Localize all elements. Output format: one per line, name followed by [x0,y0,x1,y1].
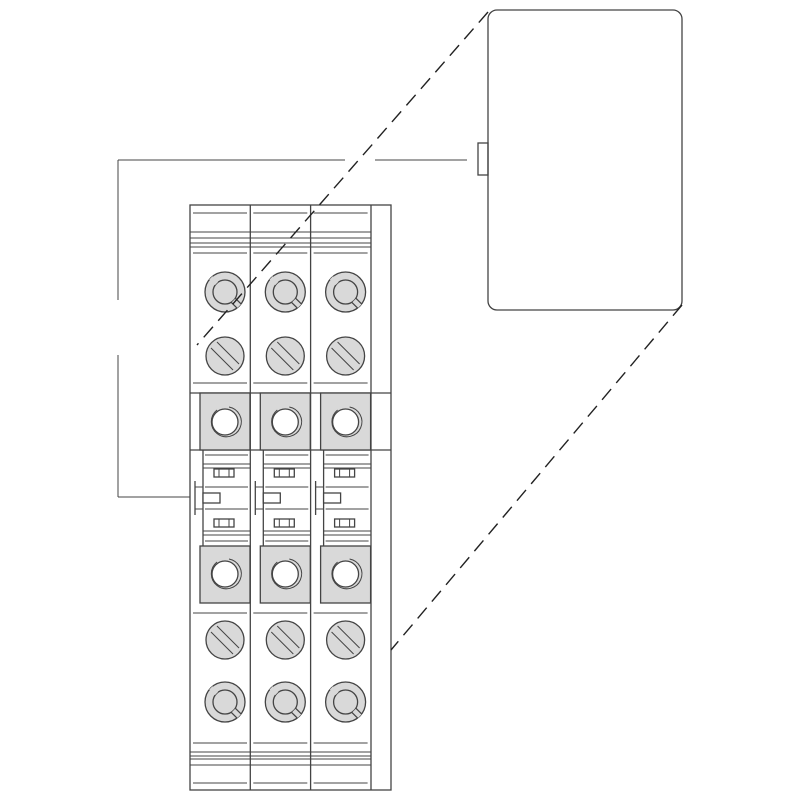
detail-box-tab [477,142,489,176]
ring-screw-icon [264,681,306,723]
indicator-window [333,518,356,528]
slot-screw-icon [205,336,245,376]
indicator-window [273,468,295,478]
leader-lines [117,159,467,498]
wire-clamp [199,392,251,451]
slot-screw-icon [265,336,305,376]
terminal-module [249,205,311,790]
terminal-module [309,205,372,790]
ring-screw-icon [324,681,367,723]
terminal-block-frame [189,204,392,791]
indicator-window [273,518,295,528]
projection-line-top [196,11,489,346]
ring-screw-icon [204,271,246,313]
indicator-window [213,518,235,528]
test-plug-tab [314,481,342,515]
wire-clamp [259,545,311,604]
wire-clamp [199,545,251,604]
ring-screw-icon [324,271,367,313]
slot-screw-icon [265,620,305,660]
slot-screw-icon [205,620,245,660]
indicator-window [333,468,356,478]
wire-clamp [319,392,372,451]
wire-clamp [319,545,372,604]
ring-screw-icon [264,271,306,313]
terminal-module [190,212,251,784]
slot-screw-icon [325,336,366,376]
detail-box [487,9,683,311]
indicator-window [213,468,235,478]
wire-clamp [259,392,311,451]
ring-screw-icon [204,681,246,723]
test-plug-tab [194,481,221,515]
projection-line-bottom [390,304,683,651]
slot-screw-icon [325,620,366,660]
test-plug-tab [254,481,281,515]
